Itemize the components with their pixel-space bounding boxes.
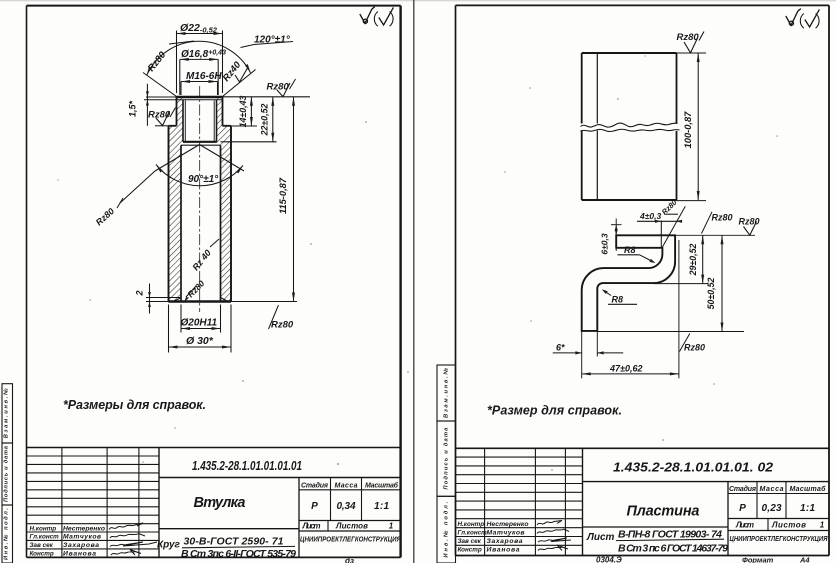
svg-text:дз: дз	[345, 557, 354, 563]
svg-text:Rz80: Rz80	[271, 320, 294, 331]
svg-text:Формат: Формат	[742, 556, 774, 563]
svg-text:Rz80: Rz80	[185, 278, 206, 299]
svg-text:R8: R8	[612, 295, 624, 305]
svg-text:ЦНИИПРОЕКТЛЕГКОНСТРУКЦИЯ: ЦНИИПРОЕКТЛЕГКОНСТРУКЦИЯ	[730, 534, 829, 543]
svg-text:Rz80: Rz80	[677, 32, 700, 43]
svg-text:115-0,87: 115-0,87	[278, 177, 288, 214]
svg-text:Констр: Констр	[458, 547, 482, 554]
svg-text:Н.контр: Н.контр	[458, 521, 485, 528]
svg-text:1.435.2-28.1.01.01.01. 02: 1.435.2-28.1.01.01.01. 02	[613, 460, 774, 475]
svg-text:1: 1	[820, 520, 825, 529]
svg-text:Ø22-0,52: Ø22-0,52	[180, 22, 218, 35]
svg-text:Лист: Лист	[735, 520, 754, 529]
svg-text:Подпись и дата: Подпись и дата	[4, 445, 10, 502]
svg-text:Ø 30*: Ø 30*	[186, 335, 214, 347]
svg-text:1:1: 1:1	[800, 503, 815, 514]
svg-text:Rz80: Rz80	[267, 82, 290, 93]
svg-text:Ø16,8+0,43: Ø16,8+0,43	[181, 49, 226, 60]
svg-text:1.435.2-28.1.01.01.01.01: 1.435.2-28.1.01.01.01.01	[192, 458, 302, 473]
svg-text:Подпись и дата: Подпись и дата	[444, 427, 450, 490]
svg-text:4±0,3: 4±0,3	[639, 211, 661, 221]
svg-text:Ø20H11: Ø20H11	[181, 318, 218, 329]
svg-text:*Размеры для справок.: *Размеры для справок.	[63, 398, 206, 412]
svg-text:1:1: 1:1	[374, 501, 389, 512]
svg-text:Захарова: Захарова	[63, 542, 99, 549]
svg-text:Rz80: Rz80	[94, 206, 116, 227]
svg-text:Масса: Масса	[335, 482, 358, 489]
svg-text:Пластина: Пластина	[627, 504, 700, 520]
svg-text:Инв.№ подл.: Инв.№ подл.	[4, 508, 10, 560]
svg-text:29±0,52: 29±0,52	[688, 244, 698, 277]
svg-text:100-0,87: 100-0,87	[683, 111, 693, 149]
svg-text:R8: R8	[624, 245, 636, 255]
svg-text:Иванова: Иванова	[63, 551, 96, 558]
svg-text:Нестеренко: Нестеренко	[487, 521, 529, 528]
svg-text:В Ст 3пс 6-II-ГОСТ 535-79: В Ст 3пс 6-II-ГОСТ 535-79	[181, 548, 296, 560]
svg-text:В Ст 3 пс 6 ГОСТ 14637-79: В Ст 3 пс 6 ГОСТ 14637-79	[618, 543, 728, 555]
svg-text:22±0,52: 22±0,52	[259, 104, 269, 137]
svg-text:Листов: Листов	[335, 522, 368, 531]
svg-text:30-В-ГОСТ 2590- 71: 30-В-ГОСТ 2590- 71	[184, 536, 284, 548]
svg-text:Лист: Лист	[586, 532, 615, 543]
svg-text:Гл.конст: Гл.конст	[458, 530, 488, 537]
svg-text:*Размер для справок.: *Размер для справок.	[487, 404, 622, 418]
svg-text:Масштаб: Масштаб	[365, 481, 399, 489]
svg-text:Rz80: Rz80	[148, 110, 171, 121]
svg-text:0,23: 0,23	[762, 503, 782, 514]
svg-text:Матчуков: Матчуков	[63, 534, 101, 541]
svg-text:0,34: 0,34	[337, 501, 356, 512]
svg-text:6±0,3: 6±0,3	[600, 233, 610, 254]
svg-text:В-ПН-8 ГОСТ 19903- 74: В-ПН-8 ГОСТ 19903- 74	[618, 529, 722, 541]
svg-text:Нестеренко: Нестеренко	[63, 525, 105, 532]
svg-text:Взам.инв.№: Взам.инв.№	[4, 388, 10, 438]
svg-text:0304.Э: 0304.Э	[596, 556, 622, 563]
svg-text:Масса: Масса	[760, 486, 784, 493]
svg-text:6*: 6*	[556, 343, 565, 353]
svg-text:ЦНИИПРОЕКТЛЕГКОНСТРУКЦИЯ: ЦНИИПРОЕКТЛЕГКОНСТРУКЦИЯ	[300, 535, 402, 544]
svg-text:Круг: Круг	[157, 540, 181, 551]
svg-text:Листов: Листов	[771, 520, 806, 529]
svg-text:Иванова: Иванова	[487, 547, 520, 554]
svg-text:Зав сек: Зав сек	[458, 538, 482, 545]
svg-text:Гл.конст: Гл.конст	[30, 534, 60, 541]
svg-text:Rz 40: Rz 40	[190, 248, 213, 273]
svg-text:2: 2	[135, 290, 145, 296]
svg-text:90°±1°: 90°±1°	[188, 174, 219, 185]
svg-text:14±0,43: 14±0,43	[238, 96, 248, 128]
svg-text:Инв.№ подл.: Инв.№ подл.	[444, 501, 450, 557]
svg-text:Rz80: Rz80	[684, 343, 705, 353]
svg-text:Зав сек: Зав сек	[30, 542, 54, 549]
svg-text:А4: А4	[799, 556, 810, 563]
svg-text:Стадия: Стадия	[729, 485, 756, 493]
svg-text:1,5*: 1,5*	[128, 100, 138, 117]
svg-text:Rz80: Rz80	[712, 213, 733, 223]
svg-text:1: 1	[389, 522, 394, 531]
svg-text:Н.контр: Н.контр	[30, 525, 57, 532]
svg-text:50±0,52: 50±0,52	[706, 278, 716, 310]
svg-text:Rz80: Rz80	[739, 217, 760, 227]
svg-text:Р: Р	[739, 503, 746, 514]
svg-text:Взам.инв.№: Взам.инв.№	[444, 368, 450, 418]
svg-text:47±0,62: 47±0,62	[609, 364, 642, 374]
svg-text:Р: Р	[311, 501, 318, 512]
svg-text:Втулка: Втулка	[194, 495, 246, 511]
svg-text:Констр: Констр	[30, 551, 54, 558]
svg-text:Матчуков: Матчуков	[487, 530, 525, 537]
svg-text:Стадия: Стадия	[301, 481, 328, 489]
svg-text:120°±1°: 120°±1°	[254, 35, 291, 46]
svg-text:M16-6H: M16-6H	[186, 71, 222, 82]
svg-text:Захарова: Захарова	[487, 538, 523, 545]
svg-text:Лист: Лист	[302, 522, 321, 531]
svg-text:Масштаб: Масштаб	[790, 485, 827, 493]
